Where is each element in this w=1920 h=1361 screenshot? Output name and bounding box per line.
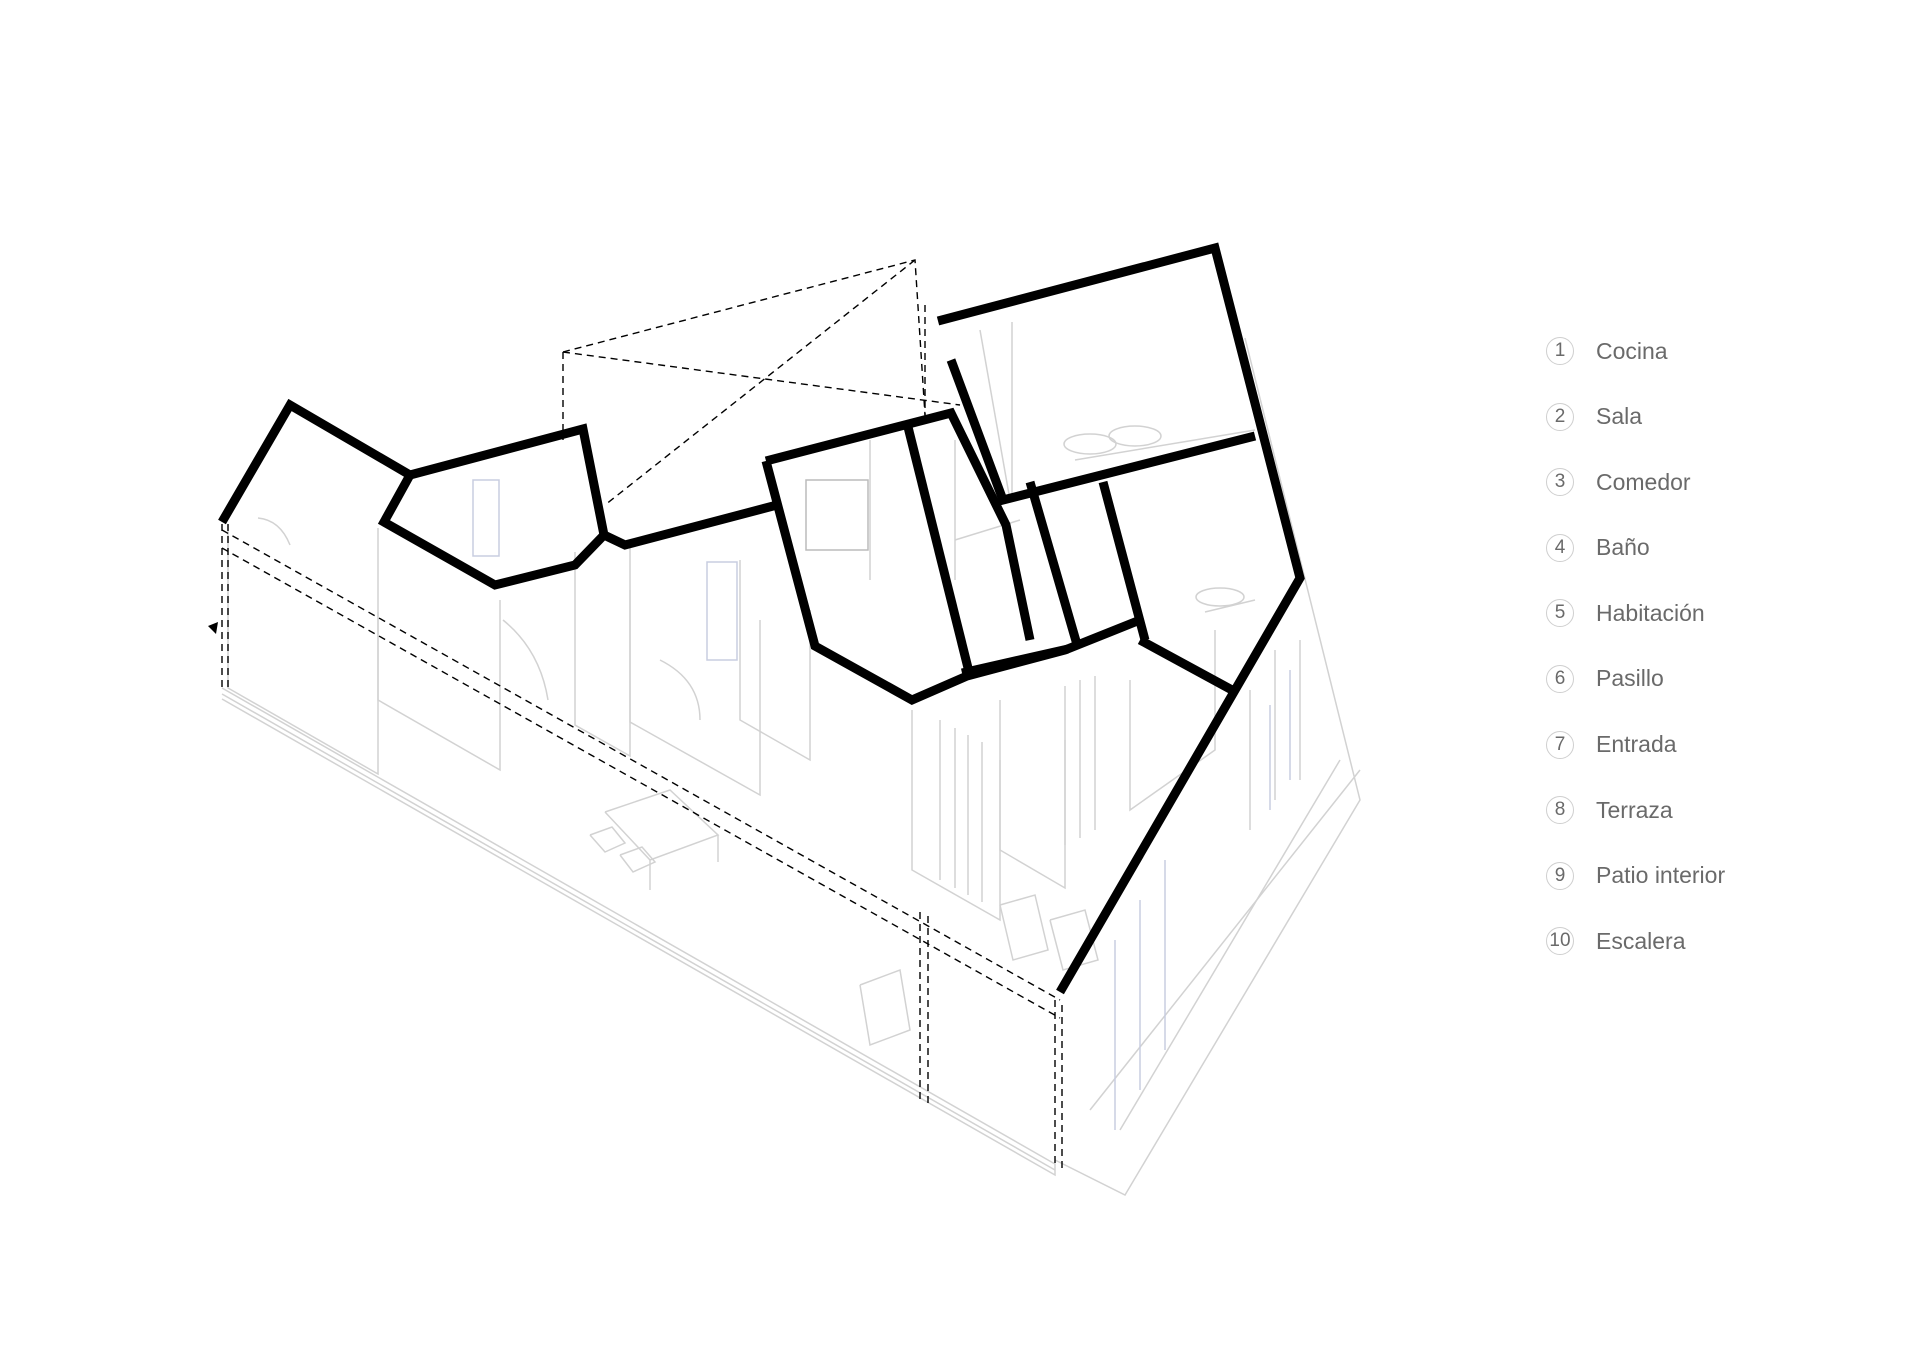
lounge-chair-b <box>1049 909 1099 971</box>
kitchen-cut <box>764 407 1035 641</box>
legend-label: Entrada <box>1596 731 1677 758</box>
pillow-a <box>1063 433 1117 455</box>
legend-label: Cocina <box>1596 337 1668 364</box>
cut-walls <box>218 242 1305 995</box>
legend-item: 7 Entrada <box>1546 729 1846 761</box>
pillow-b <box>1108 425 1162 447</box>
legend-label: Baño <box>1596 534 1650 561</box>
bath-window <box>472 479 500 557</box>
bedroom-outline <box>936 242 1305 995</box>
sofa <box>859 968 911 1047</box>
pillow-c <box>1195 587 1245 607</box>
legend-item: 1 Cocina <box>1546 335 1846 367</box>
living-volume <box>574 552 631 758</box>
patio-door <box>999 700 1066 890</box>
door-swing-left <box>257 517 291 546</box>
legend-label: Escalera <box>1596 927 1686 954</box>
legend-label: Habitación <box>1596 599 1705 626</box>
legend-item: 4 Baño <box>1546 532 1846 564</box>
bedroom-inner <box>946 358 1257 506</box>
right-facade <box>1054 337 1361 1196</box>
legend-number-badge: 7 <box>1546 730 1574 759</box>
legend-item: 8 Terraza <box>1546 794 1846 826</box>
legend-label: Sala <box>1596 403 1643 430</box>
legend-item: 9 Patio interior <box>1546 860 1846 892</box>
slab-inner-line <box>221 693 1056 1171</box>
patio-cut <box>1137 636 1235 694</box>
stair-cut <box>961 644 1069 678</box>
legend-number-badge: 10 <box>1546 927 1574 956</box>
left-volume <box>227 525 379 776</box>
kitchen-window <box>805 479 869 551</box>
dining-chair-b <box>619 846 657 873</box>
facade-base <box>1089 769 1361 1111</box>
legend-number-badge: 5 <box>1546 599 1574 628</box>
bedroom-divider <box>1098 480 1150 642</box>
legend-label: Comedor <box>1596 468 1691 495</box>
bath-volume <box>377 528 501 772</box>
door-swing-living <box>659 659 701 721</box>
wardrobe-volume <box>739 560 811 762</box>
legend: 1 Cocina 2 Sala 3 Comedor 4 Baño 5 Habit… <box>1546 335 1846 991</box>
patio-rear <box>1129 630 1216 812</box>
legend-number-badge: 1 <box>1546 337 1574 365</box>
facade-line-a <box>1119 759 1341 1131</box>
door-swing-bath <box>502 619 549 701</box>
legend-item: 10 Escalera <box>1546 925 1846 957</box>
legend-number-badge: 4 <box>1546 533 1574 562</box>
living-window <box>706 561 738 661</box>
light-geometry <box>221 322 1361 1196</box>
legend-item: 5 Habitación <box>1546 597 1846 629</box>
dashed-projection-lines <box>221 259 1063 1168</box>
patio-volume <box>911 710 1001 922</box>
legend-number-badge: 6 <box>1546 664 1574 693</box>
kitchen-volume <box>629 548 761 797</box>
dining-chair-a <box>589 826 627 853</box>
hall-cut <box>903 425 975 678</box>
long-dashed-b <box>221 547 1061 1019</box>
legend-label: Patio interior <box>1596 862 1726 889</box>
bath-cut <box>377 472 608 590</box>
left-wall-cut <box>218 398 779 550</box>
legend-label: Terraza <box>1596 796 1673 823</box>
legend-number-badge: 8 <box>1546 796 1574 825</box>
entry-arrow-icon <box>208 622 218 634</box>
legend-item: 6 Pasillo <box>1546 663 1846 695</box>
legend-number-badge: 2 <box>1546 402 1574 431</box>
legend-label: Pasillo <box>1596 665 1664 692</box>
legend-item: 2 Sala <box>1546 401 1846 433</box>
kitchen-lower-cut <box>761 459 1142 706</box>
legend-number-badge: 3 <box>1546 468 1574 497</box>
hall-cut-b <box>1025 480 1083 650</box>
roof-outline <box>562 259 926 416</box>
long-dashed-a <box>221 529 1061 1001</box>
dining-table <box>604 789 720 861</box>
legend-number-badge: 9 <box>1546 861 1574 890</box>
lounge-chair-a <box>999 894 1049 961</box>
legend-item: 3 Comedor <box>1546 466 1846 498</box>
